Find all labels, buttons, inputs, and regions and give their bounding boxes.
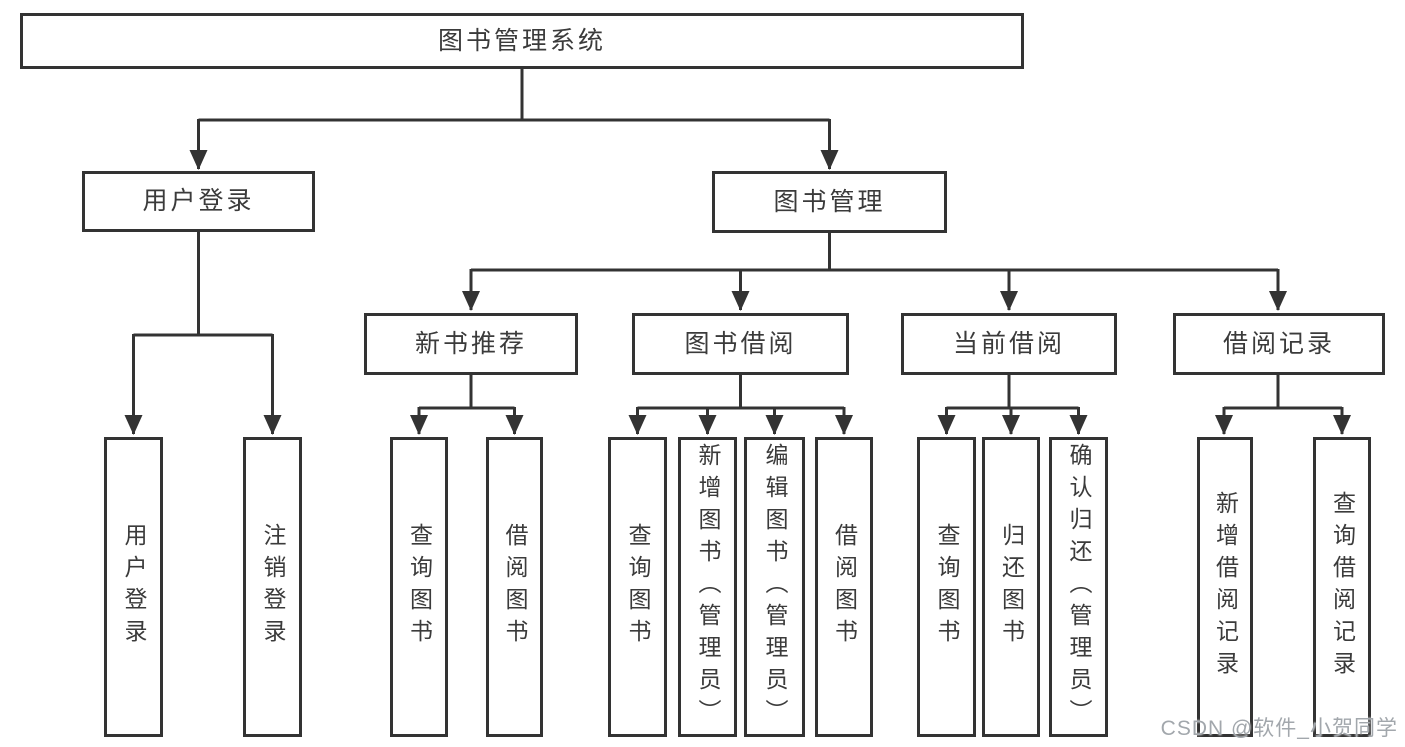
node-label: 归还图书 [998, 523, 1025, 651]
connector-currentborrow-to-leaves [946, 375, 1079, 410]
leaf-add-books-admin: 新增图书（管理员） [678, 437, 737, 737]
leaf-edit-books-admin: 编辑图书（管理员） [744, 437, 805, 737]
csdn-watermark: CSDN @软件_小贺同学 [1160, 717, 1398, 740]
node-label: 注销登录 [260, 523, 286, 651]
node-label: 确认归还（管理员） [1066, 443, 1092, 731]
node-label: 借阅图书 [502, 523, 528, 651]
connector-bookmgmt-to-level3 [471, 233, 1278, 272]
leaf-borrow-books-recommend: 借阅图书 [486, 437, 543, 737]
node-label: 用户登录 [142, 187, 255, 215]
node-borrow-records: 借阅记录 [1173, 313, 1385, 375]
node-current-borrow: 当前借阅 [901, 313, 1117, 375]
node-label: 图书管理系统 [437, 26, 606, 55]
node-book-borrow: 图书借阅 [632, 313, 849, 375]
leaf-return-books: 归还图书 [982, 437, 1040, 737]
node-label: 借阅记录 [1222, 329, 1335, 358]
node-label: 当前借阅 [952, 329, 1065, 358]
leaf-query-borrow-record: 查询借阅记录 [1313, 437, 1371, 737]
leaf-query-books-recommend: 查询图书 [390, 437, 448, 737]
connector-borrowrecord-to-leaves [1224, 375, 1342, 410]
leaf-query-books-borrow: 查询图书 [608, 437, 667, 737]
leaf-confirm-return-admin: 确认归还（管理员） [1049, 437, 1108, 737]
node-label: 编辑图书（管理员） [762, 443, 788, 731]
node-label: 新增借阅记录 [1212, 491, 1239, 683]
leaf-logout: 注销登录 [243, 437, 302, 737]
node-label: 新增图书（管理员） [695, 443, 721, 731]
connector-newbook-to-leaves [419, 375, 515, 410]
node-user-login: 用户登录 [82, 171, 315, 232]
leaf-user-login: 用户登录 [104, 437, 163, 737]
node-book-management: 图书管理 [712, 171, 947, 233]
node-label: 查询借阅记录 [1329, 491, 1356, 683]
node-new-book-recommend: 新书推荐 [364, 313, 578, 375]
leaf-borrow-books: 借阅图书 [815, 437, 873, 737]
node-label: 图书借阅 [684, 329, 797, 358]
leaf-query-books-current: 查询图书 [917, 437, 976, 737]
node-label: 查询图书 [406, 523, 433, 651]
node-label: 查询图书 [625, 523, 651, 651]
node-label: 图书管理 [773, 187, 886, 216]
connector-userlogin-to-leaves [133, 232, 273, 337]
node-label: 新书推荐 [414, 329, 527, 358]
leaf-add-borrow-record: 新增借阅记录 [1197, 437, 1253, 737]
node-library-management-system: 图书管理系统 [20, 13, 1024, 69]
node-label: 用户登录 [121, 523, 147, 651]
connector-bookborrow-to-leaves [637, 375, 844, 410]
node-label: 借阅图书 [831, 523, 858, 651]
connector-root-to-level2 [198, 69, 830, 122]
node-label: 查询图书 [934, 523, 960, 651]
